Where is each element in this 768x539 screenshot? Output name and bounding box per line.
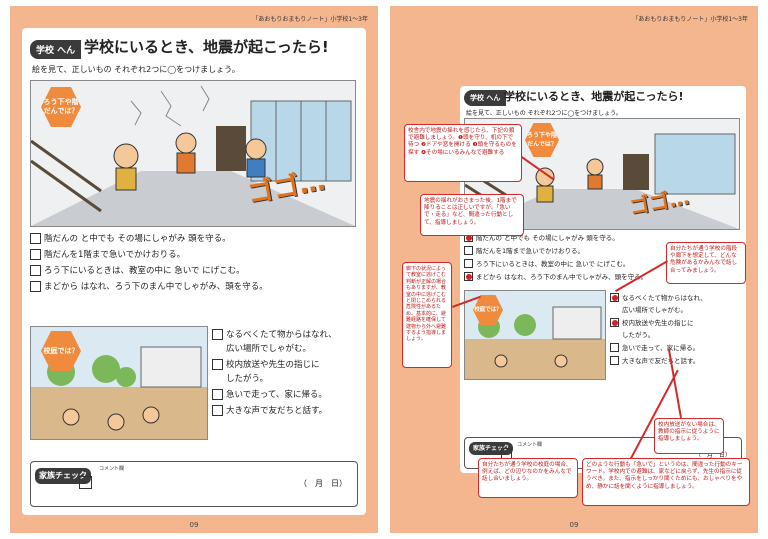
option-label: なるべくたて物からはなれ、 (622, 294, 707, 302)
option-checkbox[interactable] (212, 358, 223, 370)
option-row-continued: 広い場所でしゃがむ。 (226, 342, 311, 354)
schoolyard-tag: 校庭では？ (473, 295, 503, 325)
family-check-checkbox[interactable] (79, 476, 92, 489)
instruction-text: 絵を見て、正しいもの それぞれ2つに◯をつけましょう。 (32, 65, 240, 74)
option-row[interactable]: なるべくたて物からはなれ、 (212, 328, 337, 340)
option-checkbox-marked[interactable] (464, 271, 473, 281)
option-row-continued: したがう。 (226, 372, 268, 384)
teacher-note-schoolyard-area: 自分たちが通う学校の校庭の場合、例えば、どの辺りなのかをみんなで話し合いましょう… (478, 458, 578, 498)
option-row[interactable]: 急いで走って、家に帰る。 (610, 342, 699, 352)
family-check-label: 家族チェック (35, 468, 91, 484)
date-field[interactable]: （ 月 日） (694, 452, 731, 459)
worksheet-page-right-answers: 「あおもりおまもりノート」小学校1～3年 学校 へん 学校にいるとき、地震が起こ… (390, 6, 758, 533)
option-checkbox[interactable] (30, 280, 41, 292)
option-label: 階だんの と中でも その場にしゃがみ 頭を守る。 (476, 234, 619, 242)
teacher-note-evacuation-steps: 校舎内で地震の揺れを感じたら、下記の順で避難しましょう。❶頭を守り、机の下で待つ… (404, 124, 522, 182)
option-checkbox[interactable] (212, 404, 223, 416)
page-title: 学校にいるとき、地震が起こったら! (504, 90, 684, 103)
option-label: 校内放送や先生の指じに (226, 360, 320, 370)
option-row[interactable]: なるべくたて物からはなれ、 (610, 292, 707, 302)
option-label: ろう下にいるときは、教室の中に 急いで にげこむ。 (44, 266, 245, 276)
option-row[interactable]: 校内放送や先生の指じに (610, 317, 694, 327)
teacher-note-local-hazards: 自分たちが通う学校の階段や廊下を想定して、どんな危険があるかみんなで話し合ってみ… (666, 242, 746, 284)
option-row[interactable]: ろう下にいるときは、教室の中に 急いで にげこむ。 (464, 258, 629, 268)
option-label: 校内放送や先生の指じに (622, 319, 694, 327)
corridor-illustration: ろう下や階だんでは？ ゴゴ… (30, 80, 356, 227)
worksheet-sheet: 学校 へん 学校にいるとき、地震が起こったら! 絵を見て、正しいもの それぞれ2… (22, 28, 366, 515)
option-checkbox[interactable] (30, 232, 41, 244)
page-header: 「あおもりおまもりノート」小学校1～3年 (252, 16, 368, 23)
option-checkbox[interactable] (212, 388, 223, 400)
option-label: なるべくたて物からはなれ、 (226, 330, 337, 340)
page-number: 09 (189, 521, 199, 529)
option-checkbox-marked[interactable] (610, 292, 619, 302)
option-checkbox[interactable] (610, 342, 619, 352)
option-checkbox[interactable] (610, 355, 619, 365)
schoolyard-illustration: 校庭では？ (30, 326, 208, 440)
option-row[interactable]: 階だんの と中でも その場にしゃがみ 頭を守る。 (30, 232, 231, 244)
option-row[interactable]: 階だんを1階まで急いでかけおりる。 (464, 245, 584, 255)
option-label: したがう。 (226, 374, 268, 384)
option-label: 大きな声で友だちと話す。 (622, 357, 700, 365)
family-check-box: 家族チェック コメント欄 （ 月 日） (30, 461, 358, 507)
option-checkbox[interactable] (464, 245, 473, 255)
option-checkbox[interactable] (212, 328, 223, 340)
section-badge: 学校 へん (30, 40, 82, 59)
option-label: 広い場所でしゃがむ。 (226, 344, 312, 354)
teacher-note-broadcast: 校内放送がない場合は、教師の指示に従うように指導しましょう。 (654, 418, 724, 454)
option-label: まどから はなれ、ろう下のまん中でしゃがみ、頭を守る。 (44, 282, 268, 292)
family-check-label: 家族チェック (469, 442, 514, 455)
option-label: 階だんの と中でも その場にしゃがみ 頭を守る。 (44, 234, 231, 244)
page-number: 09 (569, 521, 579, 529)
instruction-text: 絵を見て、正しいもの それぞれ2つに◯をつけましょう。 (466, 110, 622, 117)
option-checkbox[interactable] (464, 258, 473, 268)
option-row[interactable]: まどから はなれ、ろう下のまん中でしゃがみ、頭を守る。 (464, 271, 647, 281)
option-row[interactable]: 校内放送や先生の指じに (212, 358, 320, 370)
teacher-note-stairs: 地震の揺れがおさまった後、1階まで降りることは正しいですが、「急いで・走る」など… (420, 194, 524, 236)
option-checkbox[interactable] (30, 264, 41, 276)
option-label: 階だんを1階まで急いでかけおりる。 (476, 247, 584, 255)
option-checkbox[interactable] (30, 248, 41, 260)
option-label: 急いで走って、家に帰る。 (226, 390, 327, 400)
date-field[interactable]: （ 月 日） (299, 479, 347, 488)
option-row[interactable]: 大きな声で友だちと話す。 (212, 404, 327, 416)
corridor-tag: ろう下や階だんでは？ (525, 123, 559, 157)
section-badge: 学校 へん (464, 90, 507, 106)
option-row-continued: したがう。 (622, 329, 654, 339)
option-row[interactable]: 階だんを1階まで急いでかけおりる。 (30, 248, 185, 260)
option-label: ろう下にいるときは、教室の中に 急いで にげこむ。 (476, 260, 630, 268)
option-row[interactable]: ろう下にいるときは、教室の中に 急いで にげこむ。 (30, 264, 245, 276)
option-row-continued: 広い場所でしゃがむ。 (622, 304, 687, 314)
page-title: 学校にいるとき、地震が起こったら! (84, 38, 329, 56)
option-row[interactable]: 大きな声で友だちと話す。 (610, 355, 699, 365)
option-label: 急いで走って、家に帰る。 (622, 344, 700, 352)
page-header: 「あおもりおまもりノート」小学校1～3年 (632, 16, 748, 23)
option-label: まどから はなれ、ろう下のまん中でしゃがみ、頭を守る。 (476, 273, 648, 281)
comment-label: コメント欄 (99, 466, 125, 472)
option-checkbox-marked[interactable] (610, 317, 619, 327)
worksheet-page-left: 「あおもりおまもりノート」小学校1～3年 学校 へん 学校にいるとき、地震が起こ… (10, 6, 378, 533)
teacher-note-hurry-keyword: どのような行動も「急いで」というのは、間違った行動のキーワード。学校内での避難は… (582, 458, 750, 506)
option-label: 階だんを1階まで急いでかけおりる。 (44, 250, 186, 260)
option-label: 広い場所でしゃがむ。 (622, 306, 687, 314)
option-row[interactable]: まどから はなれ、ろう下のまん中でしゃがみ、頭を守る。 (30, 280, 268, 292)
option-label: 大きな声で友だちと話す。 (226, 406, 328, 416)
option-label: したがう。 (622, 331, 655, 339)
teacher-note-classroom-escape: 廊下の状況によって教室に逃げこむ判断が正解の場合もありますが、教室の中に逃げこむ… (402, 262, 452, 368)
schoolyard-illustration: 校庭では？ (464, 290, 606, 380)
comment-label: コメント欄 (517, 442, 543, 448)
option-row[interactable]: 急いで走って、家に帰る。 (212, 388, 327, 400)
corridor-scene-drawing (31, 81, 355, 226)
schoolyard-scene-drawing (465, 306, 605, 379)
